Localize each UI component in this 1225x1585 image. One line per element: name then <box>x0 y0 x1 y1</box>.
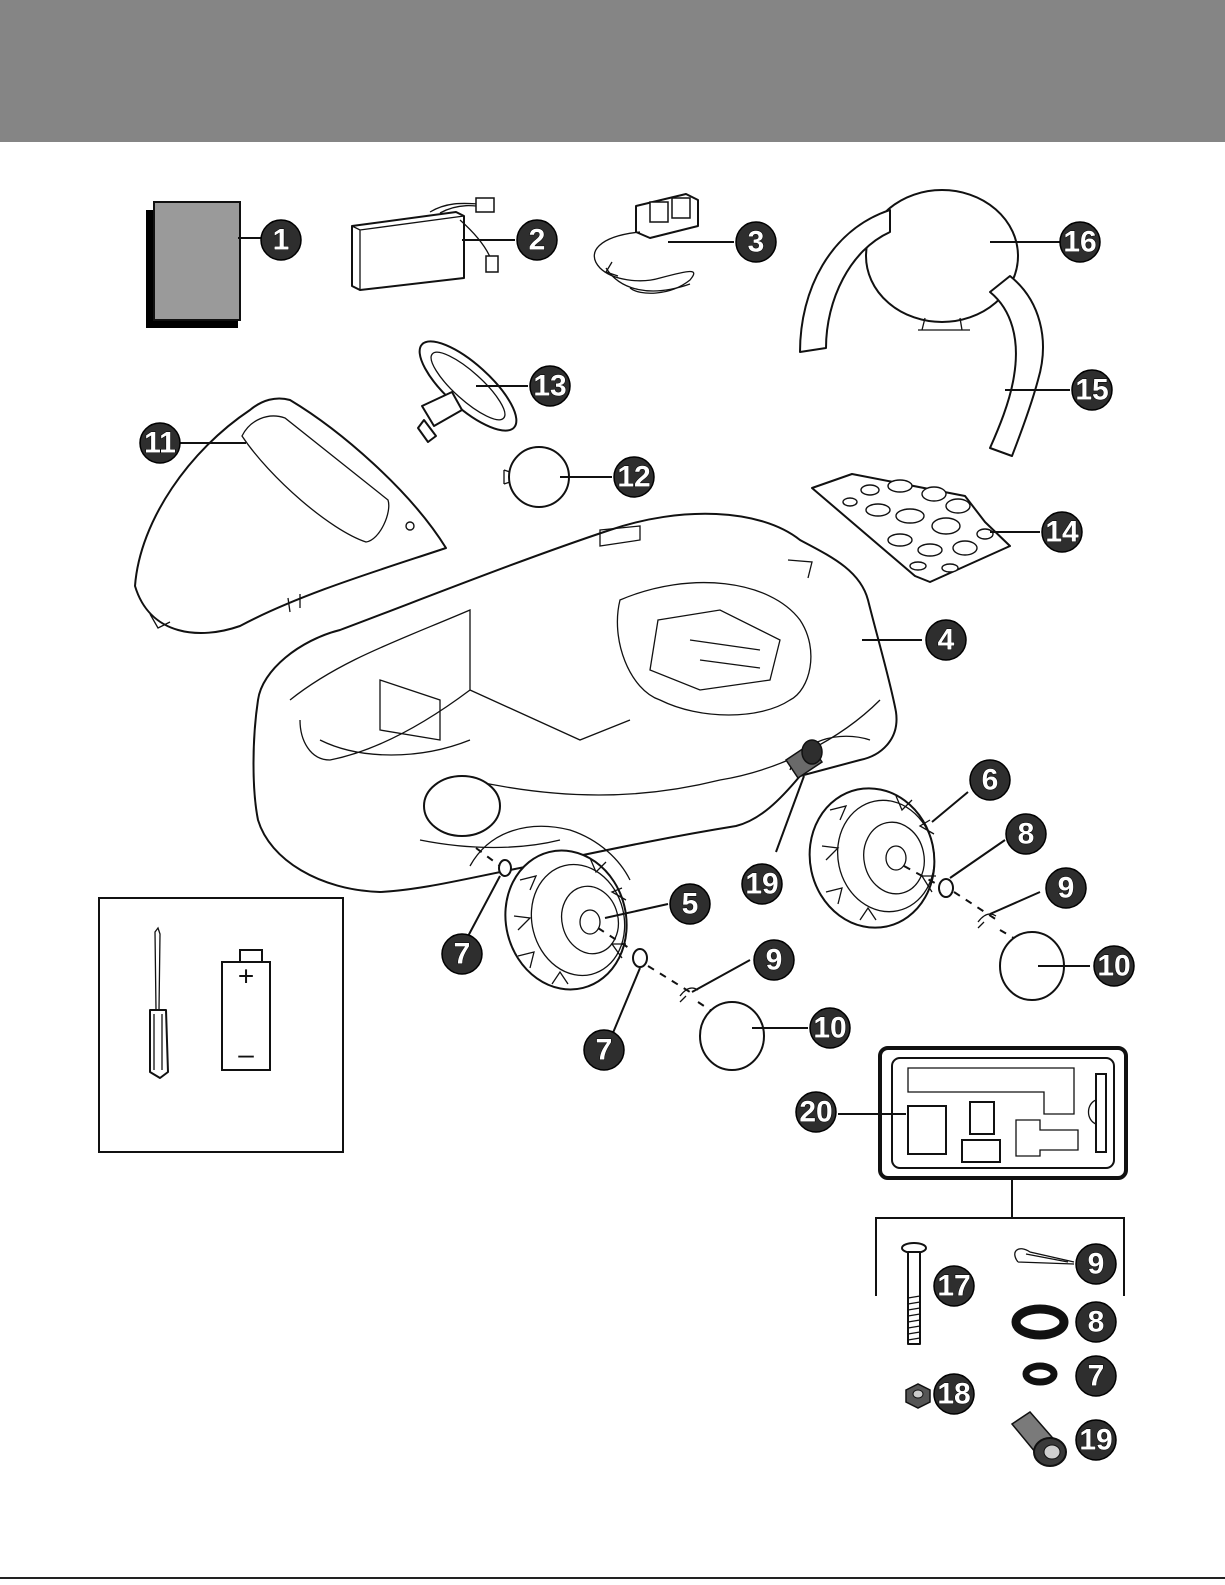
svg-text:18: 18 <box>937 1378 970 1411</box>
part-manual <box>146 202 262 328</box>
callout-12: 12 <box>614 457 654 497</box>
callout-10-front: 10 <box>810 1008 850 1048</box>
svg-text:16: 16 <box>1063 226 1096 259</box>
svg-text:10: 10 <box>813 1012 846 1045</box>
svg-text:15: 15 <box>1075 374 1108 407</box>
svg-text:10: 10 <box>1097 950 1130 983</box>
svg-text:3: 3 <box>748 226 765 259</box>
callout-3: 3 <box>736 222 776 262</box>
callout-17: 17 <box>934 1266 974 1306</box>
callout-6: 6 <box>970 760 1010 800</box>
part-steering-wheel <box>407 328 529 444</box>
callout-9-rear: 9 <box>1046 868 1086 908</box>
svg-text:20: 20 <box>799 1096 832 1129</box>
callout-9-front: 9 <box>754 940 794 980</box>
part-bushing <box>1012 1412 1066 1466</box>
callout-14: 14 <box>1042 512 1082 552</box>
svg-text:13: 13 <box>533 370 566 403</box>
callout-10-rear: 10 <box>1094 946 1134 986</box>
part-charger <box>594 194 734 293</box>
callout-4: 4 <box>926 620 966 660</box>
svg-text:17: 17 <box>937 1270 970 1303</box>
svg-text:9: 9 <box>766 944 783 977</box>
callout-15: 15 <box>1072 370 1112 410</box>
callout-7-outer: 7 <box>584 1030 624 1070</box>
part-rear-hardware <box>939 840 1090 1000</box>
svg-text:14: 14 <box>1045 516 1079 549</box>
svg-text:9: 9 <box>1088 1248 1105 1281</box>
callout-11: 11 <box>140 423 180 463</box>
svg-text:8: 8 <box>1018 818 1035 851</box>
svg-text:7: 7 <box>1088 1360 1105 1393</box>
svg-text:4: 4 <box>938 624 955 657</box>
callout-1: 1 <box>261 220 301 260</box>
callout-7-hardware: 7 <box>1076 1356 1116 1396</box>
svg-text:6: 6 <box>982 764 999 797</box>
battery-minus-label: – <box>238 1039 254 1070</box>
svg-text:8: 8 <box>1088 1306 1105 1339</box>
callout-19-car: 19 <box>742 864 782 904</box>
svg-text:1: 1 <box>273 224 290 257</box>
svg-text:9: 9 <box>1058 872 1075 905</box>
svg-text:2: 2 <box>529 224 546 257</box>
callout-7-inner: 7 <box>442 934 482 974</box>
part-rear-wheel <box>797 777 968 940</box>
callout-8-hardware: 8 <box>1076 1302 1116 1342</box>
battery-icon: + – <box>222 950 270 1070</box>
svg-text:7: 7 <box>454 938 471 971</box>
tools-box: + – <box>99 898 343 1152</box>
part-large-washer <box>1016 1309 1064 1335</box>
battery-plus-label: + <box>238 961 254 992</box>
callout-16: 16 <box>1060 222 1100 262</box>
part-bolt <box>902 1243 926 1344</box>
svg-text:12: 12 <box>617 461 650 494</box>
part-small-washer <box>1026 1366 1054 1382</box>
svg-text:11: 11 <box>144 427 176 460</box>
svg-text:19: 19 <box>745 868 778 901</box>
part-nut <box>906 1384 930 1408</box>
bottom-rule <box>0 1577 1225 1579</box>
callout-18: 18 <box>934 1374 974 1414</box>
svg-text:5: 5 <box>682 888 699 921</box>
callout-2: 2 <box>517 220 557 260</box>
part-horn <box>504 447 612 507</box>
part-hood <box>135 398 446 633</box>
callout-13: 13 <box>530 366 570 406</box>
svg-text:7: 7 <box>596 1034 613 1067</box>
callout-19-hardware: 19 <box>1076 1420 1116 1460</box>
callout-20: 20 <box>796 1092 836 1132</box>
part-hairpin-clip <box>1015 1249 1074 1264</box>
callout-5: 5 <box>670 884 710 924</box>
svg-text:19: 19 <box>1079 1424 1112 1457</box>
part-battery <box>352 198 515 290</box>
callout-9-hardware: 9 <box>1076 1244 1116 1284</box>
callout-8-rear: 8 <box>1006 814 1046 854</box>
part-floor-mat <box>812 474 1040 582</box>
